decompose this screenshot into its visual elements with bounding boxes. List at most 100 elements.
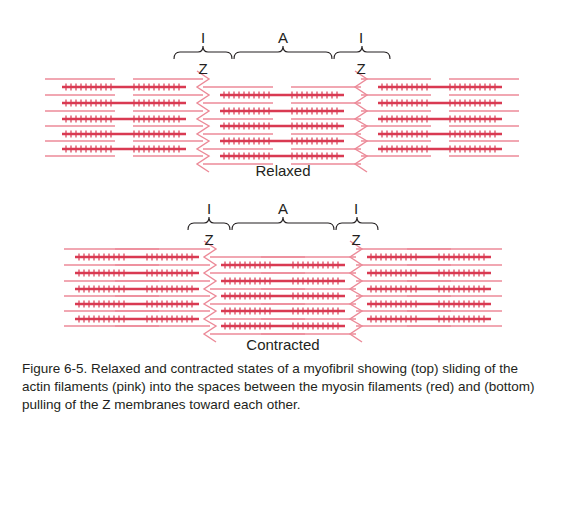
- myosin-head: [168, 146, 169, 153]
- myosin-head: [133, 84, 134, 91]
- myosin-head: [223, 153, 224, 160]
- myosin-head: [391, 100, 392, 107]
- myosin-head: [301, 153, 302, 160]
- myosin-head: [151, 286, 152, 293]
- myosin-head: [421, 84, 422, 91]
- myosin-head: [113, 301, 114, 308]
- myosin-head: [449, 84, 450, 91]
- z-label: Z: [198, 61, 207, 77]
- actin-filament: [291, 102, 361, 104]
- myosin-head: [239, 278, 240, 285]
- myosin-head: [234, 323, 235, 330]
- myosin-head: [443, 286, 444, 293]
- myosin-head: [449, 116, 450, 123]
- myosin-head: [297, 323, 298, 330]
- myosin-head: [426, 131, 427, 138]
- myosin-head: [258, 153, 259, 160]
- myosin-head: [178, 131, 179, 138]
- myosin-head: [459, 100, 460, 107]
- myosin-head: [191, 301, 192, 308]
- myosin-head: [297, 262, 298, 269]
- myosin-head: [459, 146, 460, 153]
- myosin-head: [158, 116, 159, 123]
- myosin-head: [478, 286, 479, 293]
- myosin-head: [133, 146, 134, 153]
- myosin-head: [458, 316, 459, 323]
- myosin-head: [332, 308, 333, 315]
- myosin-head: [95, 131, 96, 138]
- z-label: Z: [356, 61, 365, 77]
- actin-filament: [133, 155, 203, 157]
- myosin-head: [326, 123, 327, 130]
- myosin-head: [138, 116, 139, 123]
- myosin-head: [243, 123, 244, 130]
- myosin-head: [448, 301, 449, 308]
- actin-filament: [449, 78, 519, 80]
- z-label: Z: [204, 232, 213, 248]
- myosin-head: [239, 308, 240, 315]
- myosin-head: [375, 270, 376, 277]
- myosin-head: [95, 146, 96, 153]
- myosin-head: [296, 92, 297, 99]
- myosin-head: [233, 123, 234, 130]
- myosin-head: [336, 138, 337, 145]
- myosin-head: [269, 323, 270, 330]
- myosin-head: [156, 254, 157, 261]
- actin-filament: [64, 264, 159, 266]
- myosin-head: [396, 146, 397, 153]
- myosin-head: [166, 254, 167, 261]
- myosin-head: [259, 308, 260, 315]
- myosin-head: [415, 301, 416, 308]
- myosin-head: [248, 138, 249, 145]
- myosin-head: [156, 270, 157, 277]
- myosin-head: [110, 84, 111, 91]
- myosin-head: [168, 84, 169, 91]
- myosin-head: [454, 116, 455, 123]
- myosin-head: [396, 84, 397, 91]
- actin-filament: [361, 78, 431, 80]
- myosin-head: [166, 301, 167, 308]
- myosin-head: [438, 316, 439, 323]
- band-label: I: [354, 201, 358, 217]
- myosin-head: [90, 116, 91, 123]
- myosin-head: [474, 116, 475, 123]
- myosin-head: [469, 146, 470, 153]
- myosin-head: [416, 131, 417, 138]
- myosin-head: [302, 308, 303, 315]
- myosin-head: [103, 316, 104, 323]
- myosin-head: [113, 270, 114, 277]
- myosin-head: [459, 131, 460, 138]
- actin-filament: [203, 148, 273, 150]
- myosin-head: [406, 84, 407, 91]
- myosin-head: [391, 84, 392, 91]
- myosin-head: [449, 131, 450, 138]
- actin-filament: [64, 310, 159, 312]
- myosin-head: [88, 286, 89, 293]
- myosin-head: [473, 254, 474, 261]
- myosin-head: [469, 131, 470, 138]
- myosin-head: [296, 138, 297, 145]
- myosin-head: [123, 286, 124, 293]
- myosin-head: [395, 270, 396, 277]
- myosin-head: [181, 270, 182, 277]
- myosin-head: [249, 308, 250, 315]
- myosin-head: [312, 278, 313, 285]
- myosin-head: [268, 108, 269, 115]
- myosin-head: [448, 286, 449, 293]
- actin-filament: [449, 125, 519, 127]
- myosin-head: [229, 308, 230, 315]
- myosin-head: [259, 262, 260, 269]
- actin-filament: [407, 280, 502, 282]
- myosin-head: [171, 286, 172, 293]
- myosin-head: [395, 254, 396, 261]
- actin-filament: [133, 110, 203, 112]
- myosin-head: [108, 286, 109, 293]
- myosin-head: [146, 270, 147, 277]
- myosin-head: [410, 286, 411, 293]
- myosin-head: [316, 138, 317, 145]
- myosin-head: [438, 301, 439, 308]
- myosin-head: [118, 301, 119, 308]
- myosin-head: [327, 293, 328, 300]
- myosin-head: [453, 254, 454, 261]
- myosin-head: [489, 100, 490, 107]
